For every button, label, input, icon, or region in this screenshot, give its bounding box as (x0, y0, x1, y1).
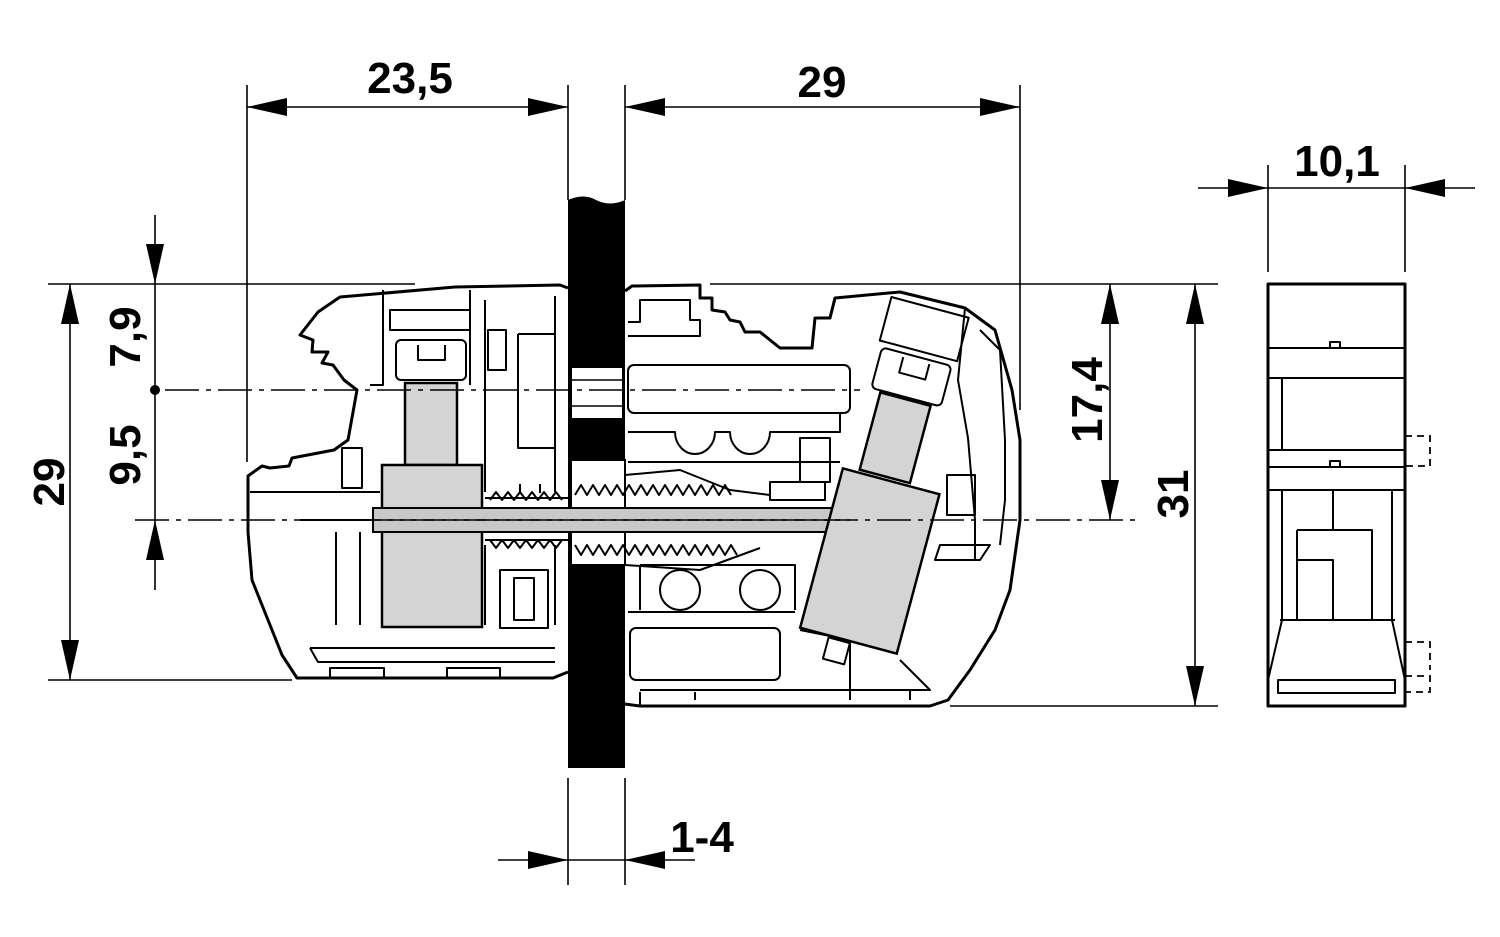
center-lines (135, 389, 1140, 521)
dimension-panel-thickness: 1-4 (498, 778, 734, 885)
dimension-width-right: 29 (624, 58, 1021, 410)
dimension-label-side-width: 10,1 (1294, 137, 1380, 186)
left-housing (246, 283, 569, 680)
dimension-label-height-right-total: 31 (1149, 470, 1198, 519)
mounting-panel (568, 196, 626, 768)
dimension-label-width-right: 29 (798, 58, 847, 107)
dimension-height-right-total: 31 (950, 284, 1218, 707)
dimension-label-height-right-upper: 17,4 (1063, 357, 1112, 443)
dimension-label-height-left: 29 (25, 458, 74, 507)
dimension-vertical-offsets: 7,9 9,5 (101, 215, 415, 590)
dimension-height-left: 29 (25, 283, 292, 681)
dimension-label-panel-thickness: 1-4 (670, 813, 734, 862)
dimension-label-mid-offset: 9,5 (101, 424, 150, 485)
right-housing (624, 283, 1022, 708)
dimension-side-width: 10,1 (1198, 137, 1475, 272)
dimension-height-right-upper: 17,4 (710, 283, 1218, 520)
side-view (1266, 282, 1431, 708)
dimension-label-width-left: 23,5 (367, 54, 453, 103)
dimension-label-top-offset: 7,9 (101, 306, 150, 367)
dimension-width-left: 23,5 (246, 54, 569, 462)
